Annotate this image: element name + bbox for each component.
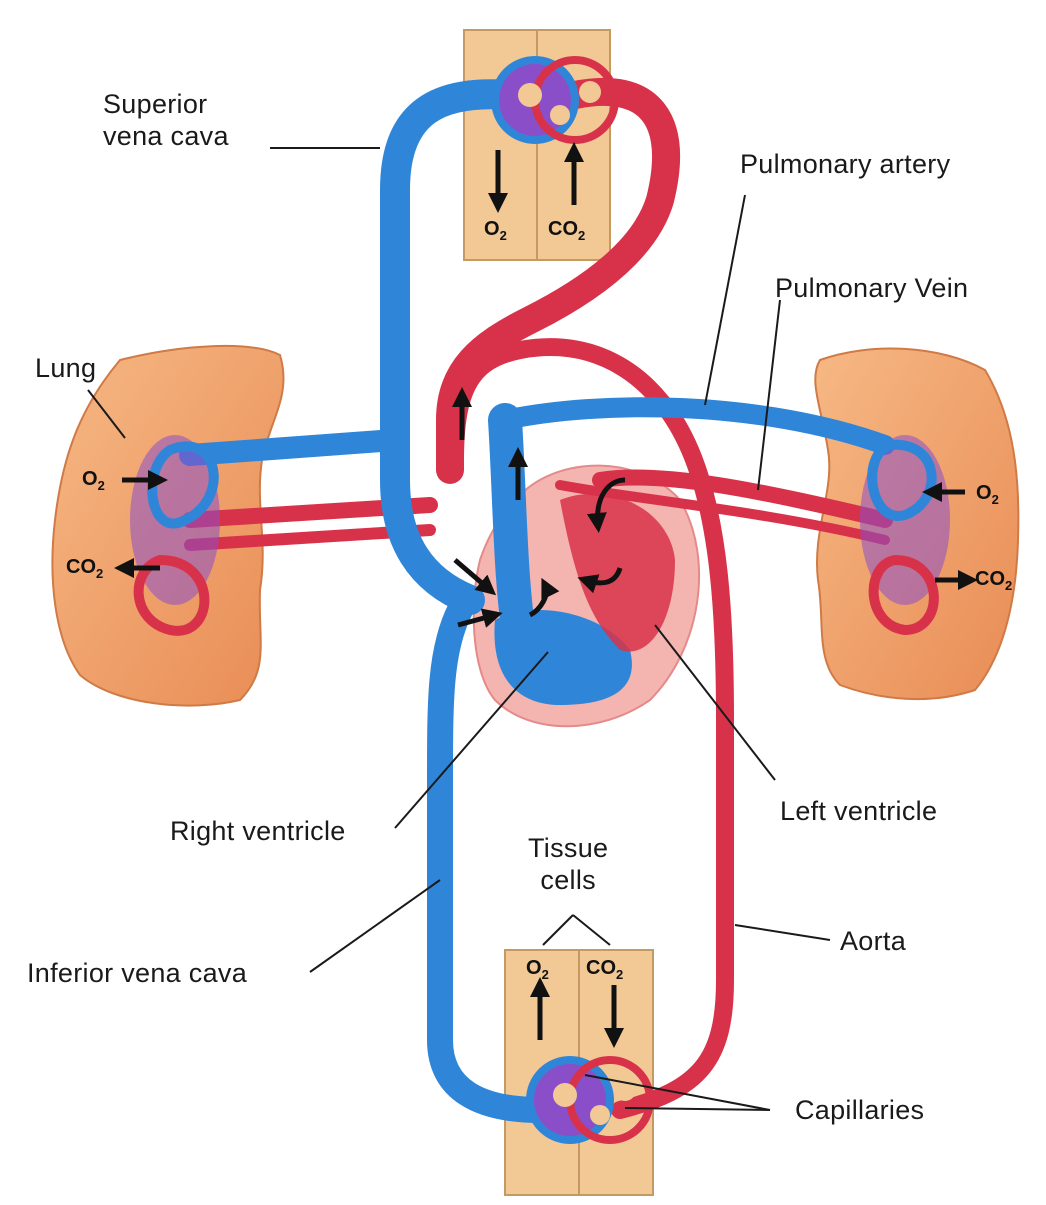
right-ventricle-label: Right ventricle: [170, 816, 346, 846]
right-lung-o2-text: O: [976, 482, 992, 504]
flow-arrows: [114, 142, 978, 1048]
capillaries-label: Capillaries: [795, 1095, 925, 1125]
lung-label: Lung: [35, 353, 97, 383]
right-lung-co2-label: CO2: [975, 568, 1012, 593]
superior-vena-cava-label-line2: vena cava: [103, 121, 229, 152]
lower-o2-sub: 2: [541, 967, 549, 982]
tissue-cells-leader-1: [542, 914, 574, 946]
lower-o2-label: O2: [526, 957, 549, 982]
capillaries-leader-2: [624, 1107, 771, 1111]
lung-leader: [87, 389, 126, 439]
tissue-cells-leader-2: [572, 914, 611, 946]
left-lung-co2-sub: 2: [96, 566, 104, 581]
pulmonary-vein-leader: [757, 299, 781, 491]
right-lung-co2-sub: 2: [1005, 578, 1013, 593]
left-lung-o2-label: O2: [82, 468, 105, 493]
tissue-cells-label: Tissue cells: [528, 832, 608, 897]
right-ventricle-leader: [394, 651, 549, 829]
upper-co2-label: CO2: [548, 218, 585, 243]
ivc-leader: [309, 879, 441, 973]
pv-into-la-arrow: [586, 477, 626, 533]
left-lung-co2-text: CO: [66, 556, 96, 578]
pulmonary-vein-label: Pulmonary Vein: [775, 273, 969, 303]
upper-o2-label: O2: [484, 218, 507, 243]
lower-co2-text: CO: [586, 957, 616, 979]
svc-into-heart-arrow: [453, 558, 497, 596]
left-lung-o2-sub: 2: [97, 478, 105, 493]
left-ventricle-label: Left ventricle: [780, 796, 938, 826]
upper-o2-text: O: [484, 218, 500, 240]
left-lung-o2-text: O: [82, 468, 98, 490]
inferior-vena-cava-label: Inferior vena cava: [27, 958, 248, 988]
leader-lines: [87, 147, 831, 1111]
upper-co2-sub: 2: [578, 228, 586, 243]
capillaries-leader-1: [584, 1074, 771, 1111]
lower-o2-text: O: [526, 957, 542, 979]
lower-co2-sub: 2: [616, 967, 624, 982]
left-lung-capillaries: [130, 435, 220, 636]
aorta-label: Aorta: [840, 926, 907, 956]
tissue-cells-label-line2: cells: [540, 865, 596, 896]
ra-to-rv-arrow: [528, 577, 560, 618]
ivc-into-heart-arrow: [457, 608, 503, 628]
aorta-leader: [734, 924, 831, 941]
right-ventricle-chamber: [494, 610, 632, 705]
superior-vena-cava-label: Superior vena cava: [103, 88, 229, 153]
right-lung-o2-label: O2: [976, 482, 999, 507]
upper-capillaries: [491, 56, 619, 144]
upper-o2-sub: 2: [499, 228, 507, 243]
upper-co2-text: CO: [548, 218, 578, 240]
tissue-cells-label-line1: Tissue: [528, 833, 609, 863]
lower-co2-label: CO2: [586, 957, 623, 982]
pulmonary-artery-leader: [704, 194, 746, 406]
la-to-lv-arrow: [577, 567, 623, 594]
left-ventricle-leader: [654, 624, 776, 781]
pulmonary-artery-label: Pulmonary artery: [740, 149, 951, 179]
right-lung-co2-text: CO: [975, 568, 1005, 590]
right-lung-capillaries: [860, 435, 950, 636]
left-lung-co2-label: CO2: [66, 556, 103, 581]
right-lung-o2-sub: 2: [991, 492, 999, 507]
superior-vena-cava-label-line1: Superior: [103, 89, 208, 119]
